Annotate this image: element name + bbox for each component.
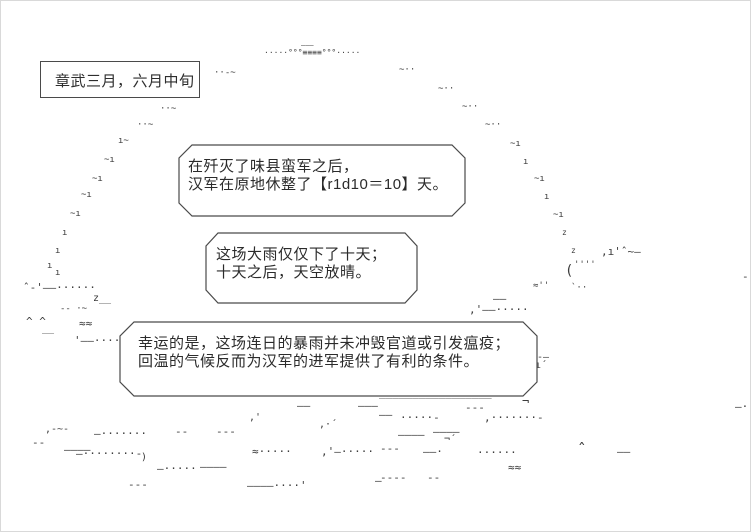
aa-fragment: ,'——····· [469, 303, 529, 316]
aa-fragment: ‐‐‐ [465, 401, 485, 414]
aa-fragment: ———— [64, 443, 91, 456]
aa-fragment: ··-~ [214, 68, 236, 78]
aa-fragment: ~·· [399, 65, 416, 75]
aa-fragment: —····· [157, 462, 197, 475]
aa-fragment: ı [62, 228, 68, 238]
aa-fragment: z [562, 228, 567, 237]
aa-fragment: ˆ [577, 440, 587, 459]
speech-bubble-1: 在歼灭了味县蛮军之后， 汉军在原地休整了【r1d10＝10】天。 [178, 144, 466, 217]
aa-fragment: ¬´ [444, 434, 457, 445]
aa-fragment: —— [617, 445, 631, 458]
aa-fragment: ^ ^ [26, 315, 46, 328]
bubble-1-line-2: 汉军在原地休整了【r1d10＝10】天。 [188, 175, 449, 193]
aa-fragment: ı~ [118, 136, 129, 146]
aa-fragment: ,‐~‐ [45, 424, 70, 435]
aa-fragment: ‐‐ [32, 436, 46, 449]
aa-fragment: ı [55, 268, 61, 278]
aa-fragment: ~ı [553, 210, 564, 220]
aa-fragment: ~·· [438, 84, 455, 94]
aa-fragment: ~·· [485, 120, 502, 130]
aa-fragment: ————····' [247, 479, 307, 492]
aa-fragment: ~ı [104, 155, 115, 165]
aa-fragment: ~ı [510, 139, 521, 149]
speech-bubble-1-outline [178, 144, 466, 217]
aa-fragment: ··~ [160, 104, 177, 114]
bubble-3-line-1: 幸运的是，这场连日的暴雨并未冲毁官道或引发瘟疫； [138, 335, 511, 352]
aa-fragment: —········‐ [76, 447, 143, 460]
aa-fragment: ‐‐‐‐ [380, 471, 407, 484]
aa-fragment: ———— [200, 460, 227, 473]
aa-fragment: —— [493, 292, 507, 305]
aa-fragment: ,'—····· [321, 445, 374, 458]
aa-fragment: -— [537, 352, 550, 363]
aa-fragment: ··~ [137, 120, 154, 130]
aa-fragment: ‐‐ [742, 270, 750, 283]
bubble-1-line-1: 在歼灭了味县蛮军之后， [188, 158, 359, 175]
speech-bubble-1-text: 在歼灭了味县蛮军之后， 汉军在原地休整了【r1d10＝10】天。 [188, 158, 448, 193]
aa-fragment: ı [55, 246, 61, 256]
bubble-2-line-1: 这场大雨仅仅下了十天； [216, 246, 387, 263]
aa-fragment: ‐‐‐ [216, 425, 236, 438]
date-title: 章武三月，六月中旬 [55, 73, 195, 90]
aa-fragment: ≈≈ [508, 461, 522, 474]
aa-fragment: ~ı [70, 209, 81, 219]
aa-fragment: ( [565, 263, 574, 279]
aa-fragment: ·····°°°≡≡≡≡°°°····· [264, 48, 361, 57]
aa-fragment: —— [379, 408, 393, 421]
aa-fragment: ‐‐ [427, 471, 441, 484]
speech-bubble-3-outline [119, 321, 538, 397]
bubble-3-line-2: 回温的气候反而为汉军的进军提供了有利的条件。 [138, 352, 480, 370]
aa-fragment: __ [42, 323, 55, 334]
aa-fragment: —— [297, 399, 311, 412]
aa-fragment: ,·´ [319, 419, 338, 430]
aa-fragment: ≈'' [533, 281, 550, 291]
aa-fragment: ~ı [534, 174, 545, 184]
date-title-box: 章武三月，六月中旬 [40, 61, 200, 98]
aa-fragment: —······· [94, 427, 147, 440]
aa-fragment: ı [47, 261, 53, 271]
aa-fragment: ———— [398, 428, 425, 441]
speech-bubble-2-text: 这场大雨仅仅下了十天； 十天之后，天空放晴。 [216, 246, 387, 281]
aa-fragment: ——— [301, 41, 314, 49]
aa-fragment: ——— [358, 399, 378, 412]
aa-fragment: ·····‐ [400, 411, 440, 424]
aa-fragment: ≈····· [252, 445, 292, 458]
aa-fragment: ¬ [522, 394, 530, 408]
aa-fragment: ‐‐‐ [128, 478, 148, 491]
aa-fragment: —· [735, 400, 749, 413]
aa-fragment: ——· [423, 445, 443, 458]
aa-fragment: ‐‐ [175, 425, 189, 438]
speech-bubble-3-text: 幸运的是，这场连日的暴雨并未冲毁官道或引发瘟疫； 回温的气候反而为汉军的进军提供… [138, 335, 510, 370]
aa-fragment: ı [523, 157, 529, 167]
aa-fragment: z [571, 246, 576, 255]
aa-fragment: ‐‐ ·~ [60, 304, 88, 314]
aa-fragment: ,ı'ˆ~— [601, 245, 641, 258]
aa-fragment: ······ [477, 446, 517, 459]
aa-fragment: ,' [249, 412, 262, 423]
bubble-2-line-2: 十天之后，天空放晴。 [216, 263, 372, 281]
aa-fragment: ~·· [462, 102, 479, 112]
aa-fragment: ˆ-'——······ [23, 281, 96, 294]
aa-fragment: '''' [574, 260, 596, 270]
aa-fragment: ı´ [535, 360, 548, 371]
aa-fragment: `·· [571, 283, 588, 293]
aa-fragment: ,·······‐ [484, 411, 544, 424]
aa-fragment: ‐‐‐ [380, 442, 400, 455]
speech-bubble-3: 幸运的是，这场连日的暴雨并未冲毁官道或引发瘟疫； 回温的气候反而为汉军的进军提供… [119, 321, 538, 397]
aa-fragment: ~ı [92, 174, 103, 184]
aa-fragment: ~ı [81, 190, 92, 200]
aa-fragment: z__ [93, 293, 112, 304]
aa-fragment: ) [141, 452, 148, 463]
speech-bubble-2: 这场大雨仅仅下了十天； 十天之后，天空放晴。 [205, 232, 418, 304]
aa-fragment: ı [544, 192, 550, 202]
speech-bubble-2-outline [205, 232, 418, 304]
aa-fragment: ˆ [494, 390, 504, 409]
aa-fragment: ———— [433, 425, 460, 438]
aa-fragment: '——····' [74, 334, 127, 347]
aa-fragment: — [375, 474, 382, 487]
aa-fragment: ≈≈ [79, 317, 93, 330]
